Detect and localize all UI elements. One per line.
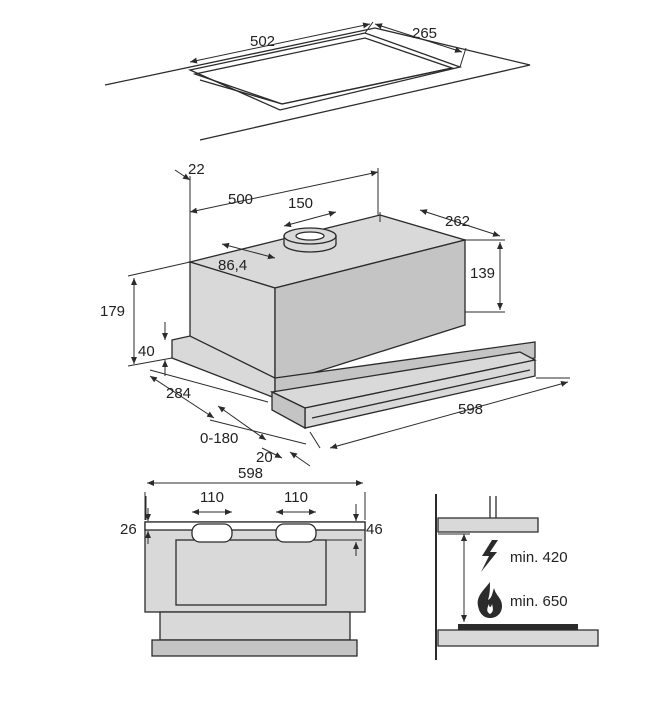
left-height-label: 26 — [120, 521, 137, 538]
hood-drawing: 22 500 150 262 86,4 139 179 40 284 0-180… — [100, 161, 570, 467]
cutout-drawing: 502 265 — [104, 21, 531, 141]
gas-clearance-label: min. 650 — [510, 593, 568, 610]
hood-body-height-label: 139 — [470, 265, 495, 282]
hood-offset-label: 22 — [188, 161, 205, 178]
front-width-label: 598 — [238, 465, 263, 482]
hood-duct-label: 150 — [288, 195, 313, 212]
vent-left-label: 110 — [200, 489, 224, 506]
hood-extension-label: 0-180 — [200, 430, 238, 447]
front-view-drawing: 598 110 110 26 46 — [120, 465, 383, 657]
hood-front-depth-label: 284 — [166, 385, 191, 402]
hood-width-label: 598 — [458, 401, 483, 418]
lightning-icon — [481, 540, 498, 572]
hood-front-height-label: 40 — [138, 343, 155, 360]
hood-total-height-label: 179 — [100, 303, 125, 320]
hood-depth-label: 500 — [228, 191, 253, 208]
flame-icon — [477, 582, 502, 618]
cutout-width-label: 502 — [250, 33, 275, 50]
cutout-depth-label: 265 — [412, 25, 437, 42]
hood-duct-offset-label: 86,4 — [218, 257, 247, 274]
clearance-drawing: min. 420 min. 650 — [435, 494, 599, 660]
hood-panel-label: 20 — [256, 449, 273, 466]
electric-clearance-label: min. 420 — [510, 549, 568, 566]
right-height-label: 46 — [366, 521, 383, 538]
hood-side-depth-label: 262 — [445, 213, 470, 230]
vent-right-label: 110 — [284, 489, 308, 506]
